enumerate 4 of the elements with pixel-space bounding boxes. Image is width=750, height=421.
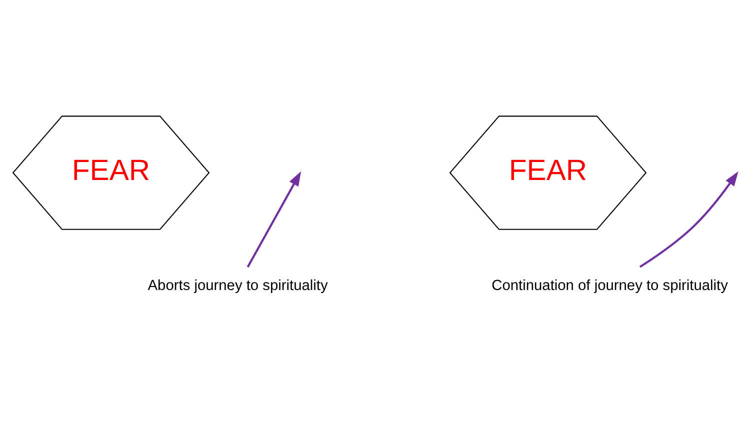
node-text: Continuation of journey to spirituality — [492, 278, 728, 294]
arrow — [246, 171, 302, 268]
node-text: Aborts journey to spirituality — [148, 278, 328, 294]
arrow — [639, 171, 738, 268]
